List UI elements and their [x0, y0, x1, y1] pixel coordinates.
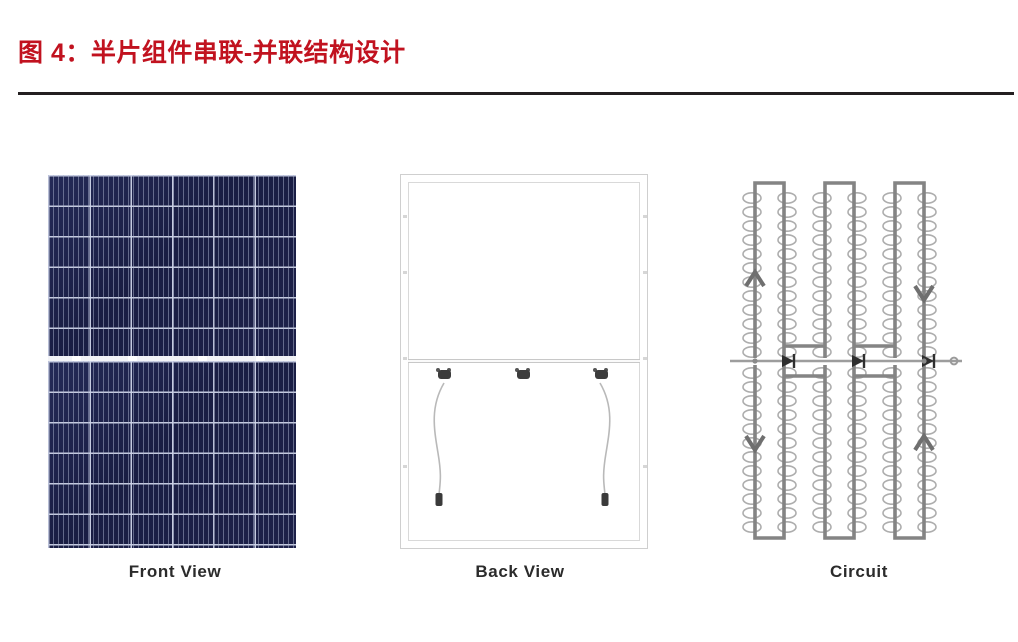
cable-connector-icon	[435, 493, 443, 506]
panel-caption-back-view: Back View	[475, 562, 565, 581]
panel-caption-circuit: Circuit	[829, 562, 889, 581]
solar-module-front-image	[48, 175, 296, 548]
frame-tick	[403, 465, 407, 468]
cable-connector-icon	[601, 493, 609, 506]
frame-tick	[643, 465, 647, 468]
diode-icon	[852, 354, 866, 368]
cell-loops-left-3	[882, 191, 902, 533]
frame-tick	[643, 271, 647, 274]
module-frame-outline	[400, 174, 648, 549]
cell-loops-right-1	[777, 191, 797, 533]
cell-loops-right-2	[847, 191, 867, 533]
module-lower-half	[48, 361, 296, 548]
module-gap-node	[256, 356, 265, 361]
cable-left	[433, 382, 445, 496]
circuit-center-bus	[730, 344, 962, 378]
arrow-down-icon	[744, 434, 766, 454]
cell-loops-left-1	[742, 191, 762, 533]
module-output-cables	[433, 382, 611, 506]
frame-tick	[403, 357, 407, 360]
string-3-lower-loop	[893, 365, 926, 540]
circuit-string-1	[742, 181, 797, 540]
title-divider	[18, 92, 1014, 95]
junction-box-icon	[593, 368, 610, 381]
arrow-up-icon	[744, 268, 766, 288]
arrow-up-icon	[913, 432, 935, 452]
module-upper-half	[48, 175, 296, 356]
module-center-gap	[48, 356, 296, 361]
module-gap-node	[128, 356, 137, 361]
panel-caption-front-view: Front View	[128, 562, 222, 581]
cell-loops-left-2	[812, 191, 832, 533]
junction-box-icon	[436, 368, 453, 381]
page-title: 图 4：半片组件串联-并联结构设计	[18, 39, 406, 67]
diode-icon	[782, 354, 796, 368]
figure-body: Front View	[0, 100, 1018, 642]
frame-tick	[403, 271, 407, 274]
arrow-down-icon	[913, 284, 935, 304]
panel-front-view: Front View	[10, 100, 340, 600]
circuit-string-2	[812, 181, 867, 540]
cable-right	[599, 382, 611, 496]
junction-box-icon	[515, 368, 532, 381]
module-gap-node	[198, 356, 207, 361]
string-2-upper-loop	[823, 181, 856, 358]
module-gap-node	[72, 356, 81, 361]
diode-icon	[922, 354, 936, 368]
circuit-schematic	[730, 181, 962, 540]
terminal-node-icon	[949, 356, 959, 366]
string-3-upper-loop	[893, 181, 926, 358]
frame-tick	[643, 215, 647, 218]
frame-tick	[643, 357, 647, 360]
circuit-string-3	[882, 181, 937, 540]
frame-tick	[403, 215, 407, 218]
module-center-split-bar	[408, 359, 640, 363]
panel-back-view: Back View	[355, 100, 685, 600]
panel-circuit: Circuit	[700, 100, 1018, 600]
string-2-lower-loop	[823, 365, 856, 540]
